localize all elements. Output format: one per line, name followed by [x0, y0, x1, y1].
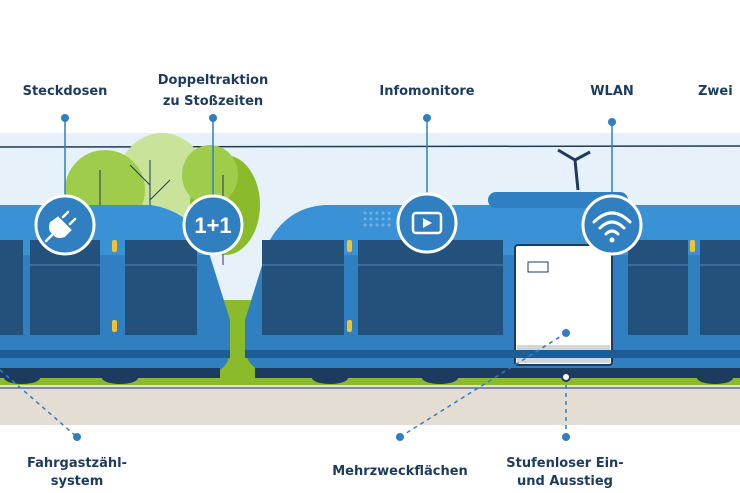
overhead-wire	[0, 145, 740, 148]
double-traction-icon: 1+1	[182, 194, 244, 256]
label-wlan: WLAN	[590, 84, 634, 99]
label-stufen-line1: Stufenloser Ein-	[506, 456, 624, 471]
track-green	[0, 375, 740, 385]
label-zwei: Zwei	[698, 84, 733, 99]
label-fahrgast-line1: Fahrgastzähl-	[26, 456, 128, 471]
double-traction-text: 1+1	[194, 213, 231, 238]
plug-icon	[34, 194, 96, 256]
label-doppeltraktion-line2: zu Stoßzeiten	[162, 94, 264, 109]
callout-dots	[61, 114, 616, 441]
monitor-icon	[396, 192, 458, 254]
label-steckdosen: Steckdosen	[22, 84, 108, 99]
wifi-icon	[581, 194, 643, 256]
ground-band	[0, 385, 740, 425]
label-mehrzweck: Mehrzweckflächen	[332, 464, 468, 479]
label-fahrgast-line2: system	[50, 474, 104, 489]
tram-car-right	[245, 192, 740, 384]
label-doppeltraktion-line1: Doppeltraktion	[157, 73, 269, 88]
label-infomonitore: Infomonitore	[379, 84, 475, 99]
label-stufen-line2: und Ausstieg	[517, 474, 613, 489]
callout-lines	[0, 118, 613, 438]
